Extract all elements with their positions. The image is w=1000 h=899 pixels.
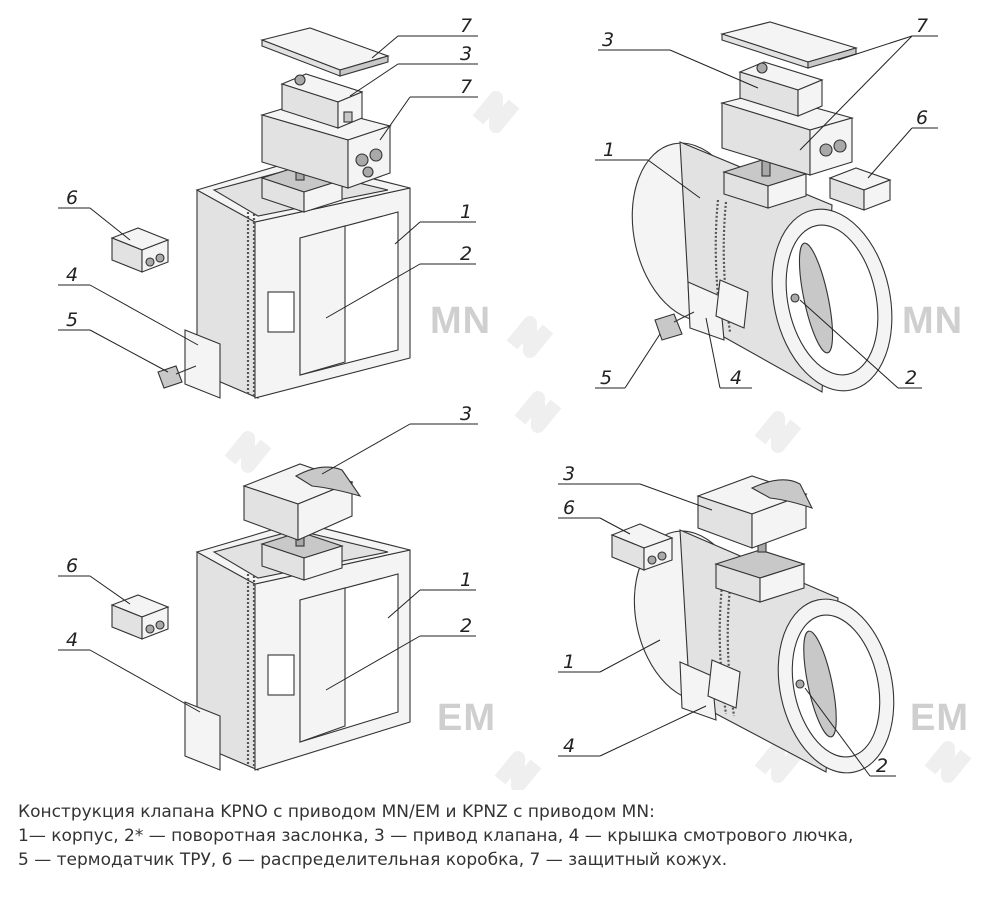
watermark-top-left: MN bbox=[430, 300, 492, 342]
figure-caption: Конструкция клапана KPNO с приводом MN/E… bbox=[18, 800, 978, 872]
label-bottom-left-5: 4 bbox=[66, 629, 78, 651]
label-top-right-4: 6 bbox=[916, 107, 928, 129]
label-top-left-2: 3 bbox=[460, 43, 472, 65]
label-bottom-right-2: 6 bbox=[563, 497, 575, 519]
label-top-left-6: 2 bbox=[460, 243, 472, 265]
caption-line-3: 5 — термодатчик ТРУ, 6 — распределительн… bbox=[18, 850, 728, 870]
label-top-right-2: 7 bbox=[916, 15, 928, 37]
label-bottom-left-1: 3 bbox=[460, 403, 472, 425]
label-top-left-8: 5 bbox=[66, 309, 78, 331]
label-top-right-1: 3 bbox=[602, 29, 614, 51]
caption-line-1: Конструкция клапана KPNO с приводом MN/E… bbox=[18, 802, 655, 822]
label-top-left-3: 7 bbox=[460, 76, 472, 98]
exploded-view-drawings: 7 3 7 6 1 2 4 5 bbox=[58, 15, 972, 790]
logo-watermark-marks bbox=[224, 91, 972, 790]
label-top-left-1: 7 bbox=[460, 15, 472, 37]
label-top-right-5: 5 bbox=[600, 367, 612, 389]
watermark-bottom-left: EM bbox=[437, 697, 496, 739]
label-top-right-6: 4 bbox=[730, 367, 742, 389]
drawing-rect-valve-mn: 7 3 7 6 1 2 4 5 bbox=[58, 15, 478, 399]
drawing-rect-valve-em: 3 6 1 2 4 bbox=[58, 403, 478, 771]
label-bottom-left-4: 2 bbox=[460, 615, 472, 637]
drawing-round-valve-mn: 3 7 1 6 5 4 2 bbox=[595, 15, 938, 393]
label-top-left-4: 6 bbox=[66, 187, 78, 209]
drawing-round-valve-em: 3 6 1 4 2 bbox=[558, 463, 896, 777]
watermark-top-right: MN bbox=[902, 300, 964, 342]
label-top-left-5: 1 bbox=[460, 201, 472, 223]
caption-line-2: 1— корпус, 2* — поворотная заслонка, 3 —… bbox=[18, 826, 854, 846]
label-bottom-right-5: 2 bbox=[876, 755, 888, 777]
label-bottom-right-4: 4 bbox=[563, 735, 575, 757]
label-top-left-7: 4 bbox=[66, 264, 78, 286]
label-bottom-left-2: 6 bbox=[66, 555, 78, 577]
label-top-right-7: 2 bbox=[905, 367, 917, 389]
label-top-right-3: 1 bbox=[603, 139, 615, 161]
watermark-bottom-right: EM bbox=[910, 697, 969, 739]
label-bottom-right-1: 3 bbox=[563, 463, 575, 485]
label-bottom-left-3: 1 bbox=[460, 569, 472, 591]
label-bottom-right-3: 1 bbox=[563, 651, 575, 673]
